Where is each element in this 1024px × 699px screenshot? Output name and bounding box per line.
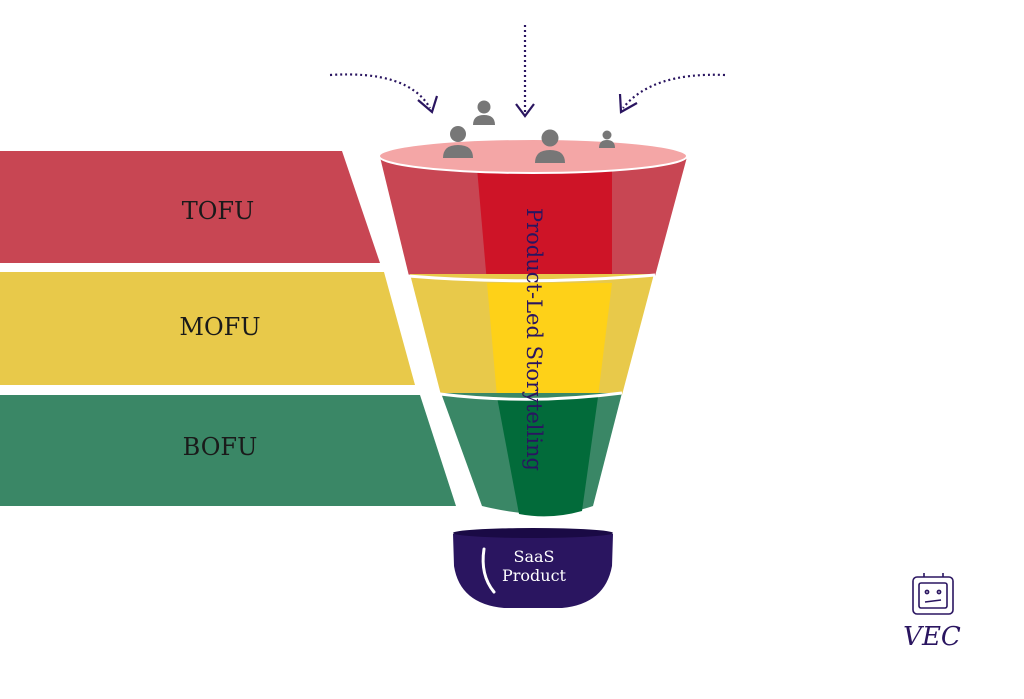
bowl-shine xyxy=(481,547,496,594)
vec-logo: VEC xyxy=(903,573,961,652)
saas-product-bowl: SaaS Product xyxy=(453,528,613,608)
tofu-band xyxy=(0,151,380,263)
user-icon xyxy=(443,126,473,158)
bowl-label-line2: Product xyxy=(502,566,567,585)
funnel-vertical-label: Product-Led Storytelling xyxy=(522,208,546,471)
bofu-segment-highlight xyxy=(497,397,598,517)
stage-bands: TOFU MOFU BOFU xyxy=(0,151,456,506)
bowl-top xyxy=(453,528,613,538)
tofu-label: TOFU xyxy=(182,197,255,225)
user-icon xyxy=(535,129,565,163)
arrow-right-head xyxy=(618,93,638,114)
tofu-segment-highlight xyxy=(477,168,612,283)
mofu-segment-highlight xyxy=(487,283,612,397)
people-icons xyxy=(443,100,615,163)
funnel-divider-top xyxy=(407,273,656,283)
mofu-label: MOFU xyxy=(179,313,260,341)
robot-face-icon xyxy=(912,573,954,615)
incoming-arrows xyxy=(329,25,726,118)
arrow-right xyxy=(622,73,726,109)
user-icon xyxy=(599,130,615,148)
arrow-center-head xyxy=(515,103,535,118)
mofu-band xyxy=(0,272,415,385)
arrow-left-head xyxy=(417,95,439,114)
bofu-band xyxy=(0,395,456,506)
funnel-divider-bottom xyxy=(439,391,623,401)
bofu-label: BOFU xyxy=(183,433,258,461)
arrow-left xyxy=(329,73,431,109)
bowl-label-line1: SaaS xyxy=(514,547,555,566)
funnel-rim xyxy=(378,138,688,174)
logo-text: VEC xyxy=(903,622,961,652)
user-icon xyxy=(473,100,495,125)
